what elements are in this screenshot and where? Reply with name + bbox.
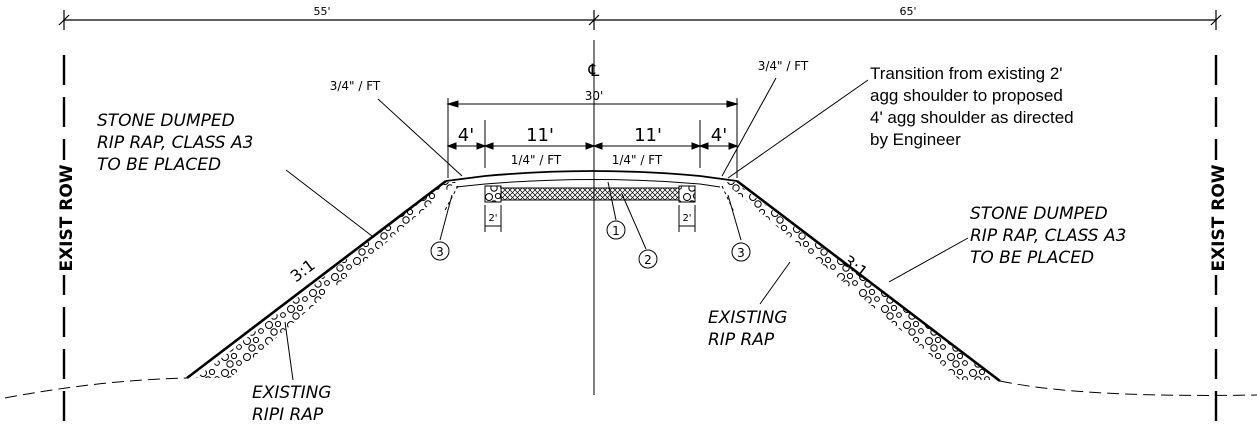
pavement-layer-right	[678, 185, 696, 203]
svg-text:RIPI RAP: RIPI RAP	[252, 405, 324, 425]
side-slope-left	[186, 179, 447, 380]
dim-right-width: 65'	[899, 5, 916, 18]
svg-text:3: 3	[436, 245, 444, 259]
row-label-right: EXIST ROW	[1209, 164, 1229, 271]
existing-note-right: EXISTING RIP RAP	[708, 308, 787, 350]
callout-3-right: 3	[727, 194, 751, 262]
top-dimension	[58, 10, 1222, 30]
riprap-left	[196, 182, 456, 378]
dim-sub-right: 2'	[682, 213, 691, 224]
slope-lane-left: 1/4" / FT	[511, 153, 562, 167]
lane-dimension	[446, 120, 739, 168]
callout-2: 2	[621, 193, 658, 269]
road-width-dimension	[446, 98, 739, 178]
svg-text:RIP RAP, CLASS A3: RIP RAP, CLASS A3	[97, 133, 253, 153]
dim-left-width: 55'	[313, 5, 330, 18]
stone-note-left: STONE DUMPED RIP RAP, CLASS A3 TO BE PLA…	[97, 111, 253, 175]
dim-lane-right: 11'	[634, 125, 662, 146]
slope-shoulder-left: 3/4" / FT	[330, 79, 381, 93]
svg-text:EXISTING: EXISTING	[252, 383, 331, 403]
callout-1: 1	[606, 181, 626, 240]
existing-note-left: EXISTING RIPI RAP	[252, 383, 331, 425]
dim-road-width: 30'	[585, 89, 604, 103]
svg-text:RIP RAP, CLASS A3: RIP RAP, CLASS A3	[970, 226, 1126, 246]
transition-note: Transition from existing 2' agg shoulder…	[870, 64, 1074, 149]
dim-shoulder-left: 4'	[458, 125, 474, 146]
road-base	[455, 179, 721, 188]
callout-3-left: 3	[430, 194, 453, 261]
stone-note-right: STONE DUMPED RIP RAP, CLASS A3 TO BE PLA…	[970, 204, 1126, 268]
dim-sub-left: 2'	[488, 213, 497, 224]
svg-text:Transition from existing 2': Transition from existing 2'	[870, 64, 1063, 83]
svg-text:3: 3	[737, 246, 745, 260]
svg-text:STONE DUMPED: STONE DUMPED	[970, 204, 1108, 224]
pavement-layer-left	[484, 185, 502, 203]
svg-text:STONE DUMPED: STONE DUMPED	[97, 111, 235, 131]
svg-text:1: 1	[612, 224, 620, 238]
dim-lane-left: 11'	[526, 125, 554, 146]
sub-dimensions	[484, 205, 696, 232]
svg-text:TO BE PLACED: TO BE PLACED	[970, 248, 1094, 268]
centerline-symbol: ℄	[588, 61, 600, 81]
dim-shoulder-right: 4'	[711, 125, 727, 146]
existing-ground-left	[4, 377, 188, 399]
row-label-left: EXIST ROW	[57, 164, 77, 271]
svg-text:by Engineer: by Engineer	[870, 130, 961, 149]
svg-text:RIP RAP: RIP RAP	[708, 330, 775, 350]
svg-text:2: 2	[644, 253, 652, 267]
svg-text:EXISTING: EXISTING	[708, 308, 787, 328]
slope-lane-right: 1/4" / FT	[612, 153, 663, 167]
svg-text:agg shoulder to proposed: agg shoulder to proposed	[870, 86, 1063, 105]
pavement-layer-center	[500, 187, 680, 201]
svg-text:TO BE PLACED: TO BE PLACED	[97, 155, 221, 175]
road-surface	[445, 170, 738, 182]
side-slope-right	[736, 179, 1001, 383]
riprap-right	[724, 182, 998, 380]
svg-text:4' agg shoulder as directed: 4' agg shoulder as directed	[870, 108, 1074, 127]
existing-ground-right	[999, 380, 1257, 396]
slope-shoulder-right: 3/4" / FT	[758, 59, 809, 73]
